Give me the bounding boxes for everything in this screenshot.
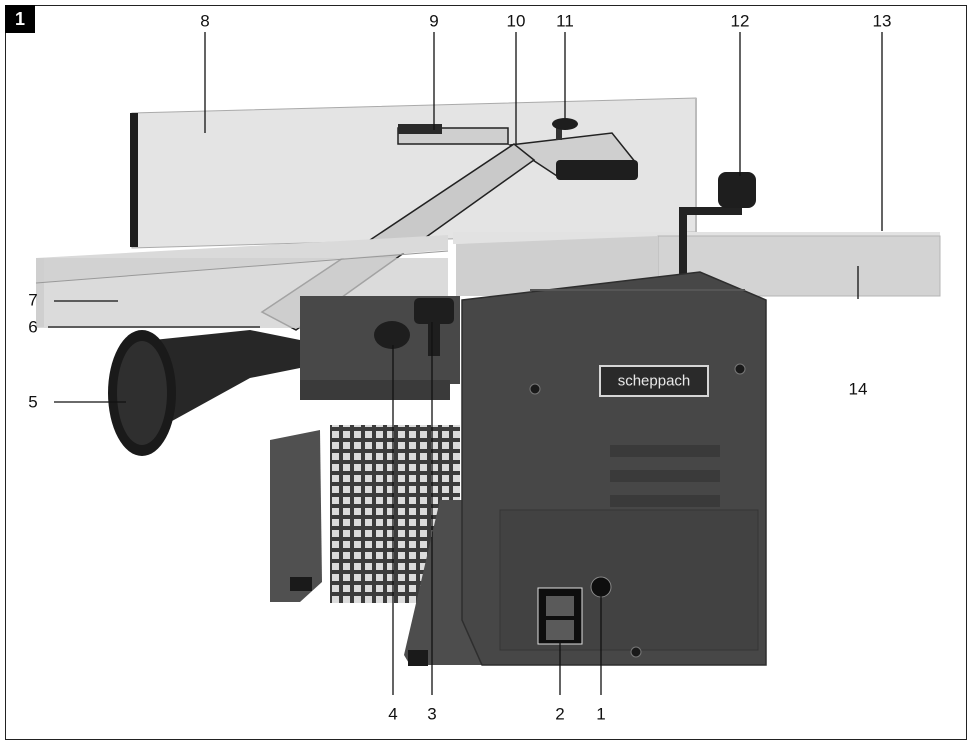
callout-5: 5: [28, 392, 38, 412]
callout-1: 1: [596, 704, 606, 724]
callout-9: 9: [429, 11, 439, 31]
knob-3: [414, 298, 454, 324]
callout-11: 11: [556, 11, 574, 31]
housing-screw: [734, 363, 746, 375]
callout-2: 2: [555, 704, 565, 724]
leader-lines: [48, 32, 883, 695]
dust-hood-cone: [134, 330, 300, 442]
callout-4: 4: [388, 704, 398, 724]
callout-6: 6: [28, 317, 38, 337]
callout-12: 12: [730, 11, 750, 31]
housing-screw: [630, 646, 642, 658]
figure-number-badge: 1: [5, 5, 35, 33]
guard-knob: [552, 118, 578, 130]
brand-logo-text: scheppach: [617, 372, 691, 390]
figure-frame: [5, 5, 967, 740]
callout-10: 10: [506, 11, 526, 31]
callout-14: 14: [848, 379, 868, 399]
callout-7: 7: [28, 290, 38, 310]
callout-13: 13: [872, 11, 892, 31]
knob-4: [374, 321, 410, 349]
logo-plate: [599, 365, 709, 397]
fence-left-edge: [130, 113, 138, 247]
housing-screw: [529, 383, 541, 395]
crank-knob: [718, 172, 756, 208]
callout-8: 8: [200, 11, 210, 31]
stand-left-leg: [270, 430, 322, 602]
callout-3: 3: [427, 704, 437, 724]
